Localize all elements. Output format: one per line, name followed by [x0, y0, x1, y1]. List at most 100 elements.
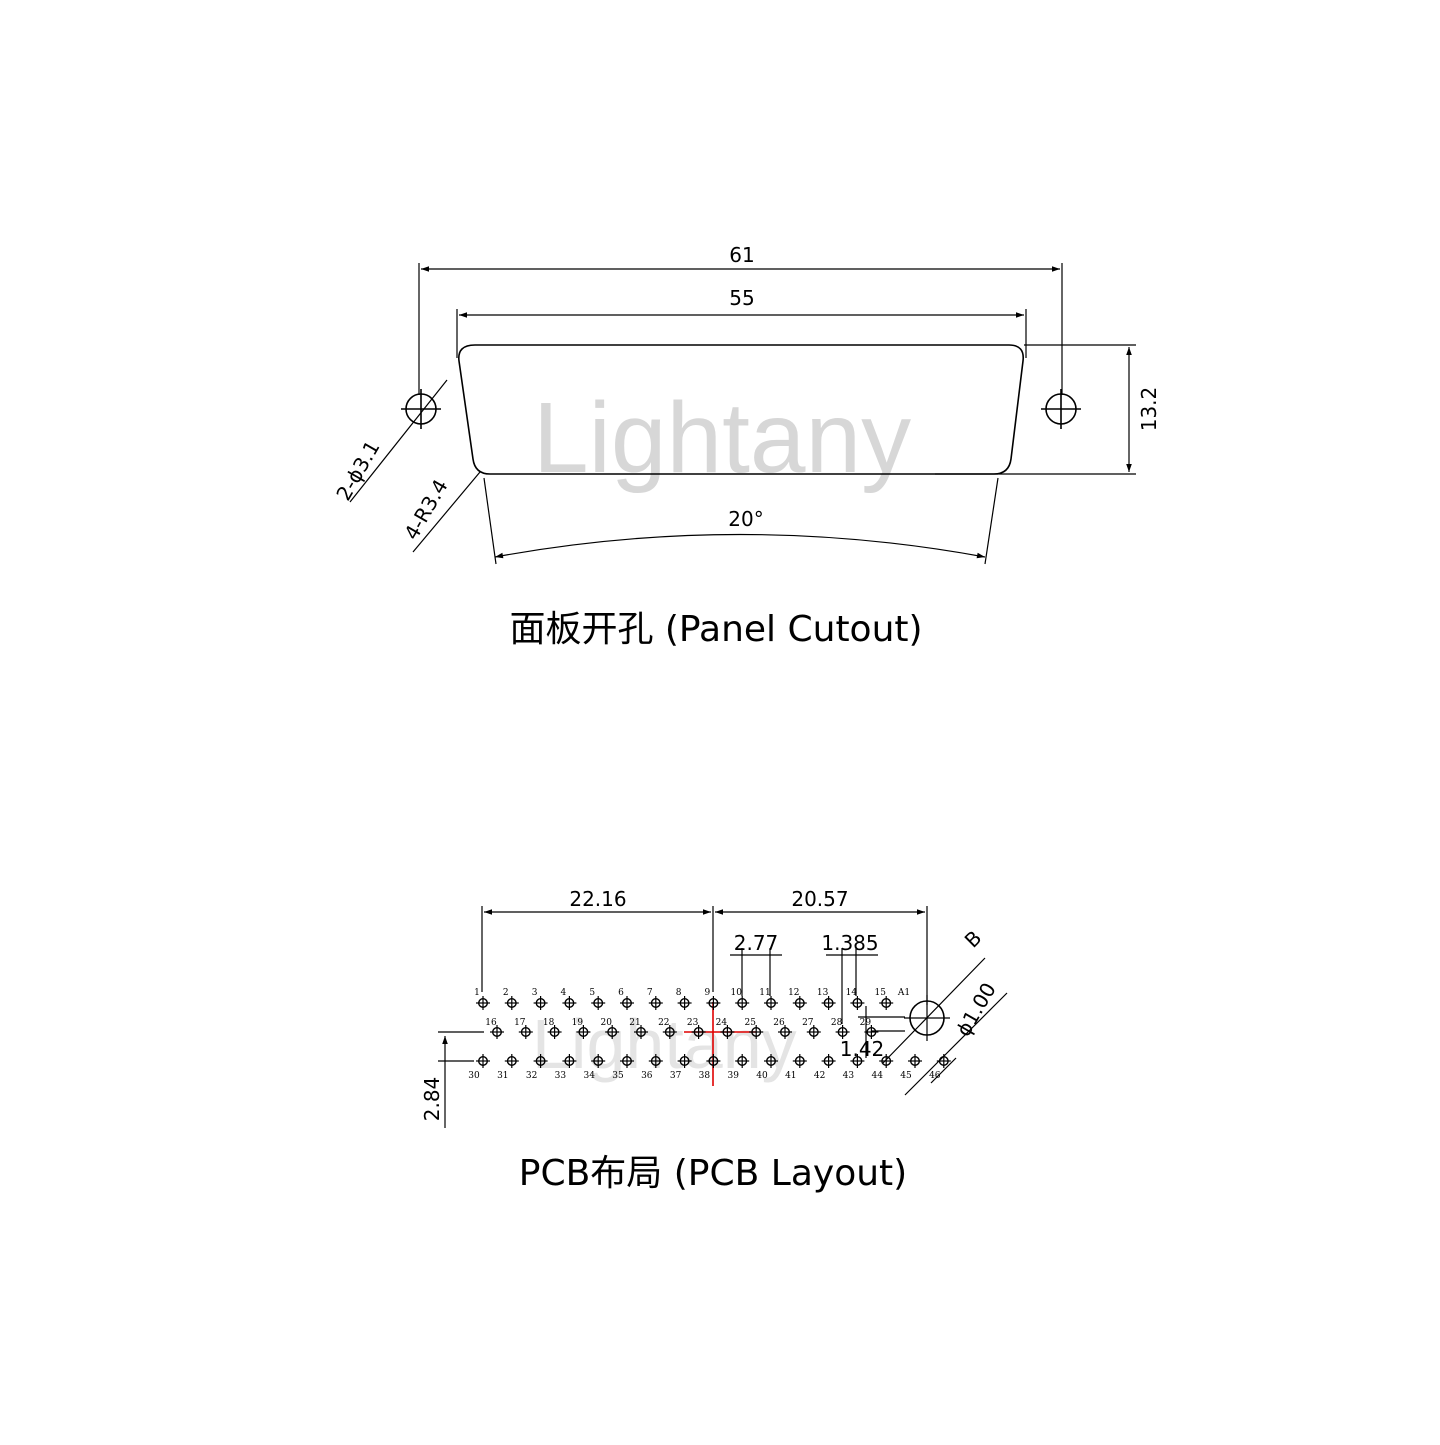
- pin-label-38: 38: [699, 1071, 711, 1081]
- dim-hole-label: ϕ1.00: [951, 979, 1001, 1041]
- pin-15: [879, 996, 894, 1010]
- pin-label-7: 7: [647, 988, 653, 998]
- pcb-layout-drawing: [438, 906, 1008, 1128]
- pin-label-29: 29: [860, 1018, 872, 1028]
- pin-label-6: 6: [618, 988, 624, 998]
- pin-label-32: 32: [526, 1071, 537, 1081]
- pin-label-42: 42: [814, 1071, 825, 1081]
- pin-45: [908, 1054, 922, 1068]
- pin-label-28: 28: [831, 1018, 843, 1028]
- pin-label-36: 36: [641, 1071, 653, 1081]
- pin-label-a1: A1: [897, 988, 910, 998]
- pin-34: [591, 1054, 606, 1068]
- pin-7: [648, 996, 663, 1010]
- pin-44: [879, 1054, 894, 1068]
- panel-cutout-title: 面板开孔 (Panel Cutout): [509, 609, 922, 650]
- dim-row-label: 1.42: [840, 1037, 885, 1061]
- pin-35: [620, 1054, 634, 1068]
- pin-21: [634, 1025, 648, 1039]
- pin-6: [620, 996, 634, 1010]
- pin-33: [562, 1054, 577, 1068]
- pin-label-5: 5: [589, 988, 595, 998]
- pin-23: [691, 1025, 706, 1039]
- pin-10: [735, 996, 750, 1010]
- pin-label-22: 22: [658, 1018, 669, 1028]
- pin-19: [576, 1025, 591, 1039]
- pin-22: [662, 1025, 677, 1039]
- pin-14: [850, 996, 865, 1010]
- pin-24: [720, 1025, 735, 1039]
- pin-12: [792, 996, 807, 1010]
- dim-right-label: 20.57: [791, 887, 848, 911]
- pin-label-27: 27: [802, 1018, 814, 1028]
- pin-28: [835, 1025, 850, 1039]
- angle-arc: [494, 533, 986, 559]
- pin-label-16: 16: [485, 1018, 497, 1028]
- pin-label-9: 9: [705, 988, 711, 998]
- pin-label-45: 45: [900, 1071, 912, 1081]
- pin-label-25: 25: [744, 1018, 756, 1028]
- pcb-layout-title: PCB布局 (PCB Layout): [519, 1153, 907, 1194]
- watermark-panel: Lightany: [533, 382, 911, 494]
- pin-16: [490, 1025, 504, 1039]
- pin-label-37: 37: [670, 1071, 682, 1081]
- pin-40: [764, 1054, 778, 1068]
- dim-pitch-label: 2.77: [734, 931, 779, 955]
- pin-13: [821, 996, 836, 1010]
- pin-8: [677, 996, 692, 1010]
- pin-37: [677, 1054, 692, 1068]
- pin-2: [504, 996, 519, 1010]
- pin-5: [591, 996, 606, 1010]
- dim-half-pitch-label: 1.385: [821, 931, 878, 955]
- pin-26: [778, 1025, 792, 1039]
- pin-label-14: 14: [846, 988, 858, 998]
- pin-label-13: 13: [817, 988, 829, 998]
- pin-label-10: 10: [730, 988, 742, 998]
- pin-32: [533, 1054, 548, 1068]
- pin-27: [806, 1025, 821, 1039]
- pin-18: [547, 1025, 562, 1039]
- pin-label-26: 26: [773, 1018, 785, 1028]
- pin-label-15: 15: [874, 988, 886, 998]
- panel-cutout-drawing: [349, 263, 1136, 565]
- pin-36: [648, 1054, 663, 1068]
- pin-43: [850, 1054, 865, 1068]
- dim-height-label: 13.2: [1137, 387, 1161, 432]
- pin-label-34: 34: [583, 1071, 595, 1081]
- pin-label-23: 23: [687, 1018, 699, 1028]
- watermark-pcb: Lightany: [532, 1005, 797, 1083]
- pin-29: [864, 1025, 879, 1039]
- pin-label-35: 35: [612, 1071, 624, 1081]
- pin-1: [476, 996, 490, 1010]
- pin-label-8: 8: [676, 988, 682, 998]
- dim-angle-label: 20°: [728, 507, 763, 531]
- pin-3: [533, 996, 548, 1010]
- pin-25: [749, 1025, 764, 1039]
- pin-label-3: 3: [532, 988, 538, 998]
- pin-46: [936, 1054, 951, 1068]
- pin-label-11: 11: [759, 988, 770, 998]
- pin-label-24: 24: [716, 1018, 728, 1028]
- pin-label-41: 41: [785, 1071, 796, 1081]
- pin-9: [706, 996, 721, 1010]
- pin-label-44: 44: [871, 1071, 883, 1081]
- pin-label-31: 31: [497, 1071, 508, 1081]
- dim-radius-label: 4-R3.4: [399, 475, 453, 544]
- pin-41: [792, 1054, 807, 1068]
- label-b: B: [960, 926, 987, 953]
- dim-left-label: 22.16: [569, 887, 626, 911]
- pin-20: [605, 1025, 620, 1039]
- dim-holes-label: 2-ϕ3.1: [331, 436, 384, 504]
- dim-rows-total-label: 2.84: [420, 1077, 444, 1122]
- dim-overall-label: 61: [729, 243, 754, 267]
- pin-17: [518, 1025, 533, 1039]
- pin-38: [706, 1054, 721, 1068]
- pin-label-33: 33: [555, 1071, 567, 1081]
- pin-label-12: 12: [788, 988, 799, 998]
- pin-label-20: 20: [600, 1018, 612, 1028]
- pin-42: [821, 1054, 836, 1068]
- pin-label-1: 1: [474, 988, 480, 998]
- pin-4: [562, 996, 577, 1010]
